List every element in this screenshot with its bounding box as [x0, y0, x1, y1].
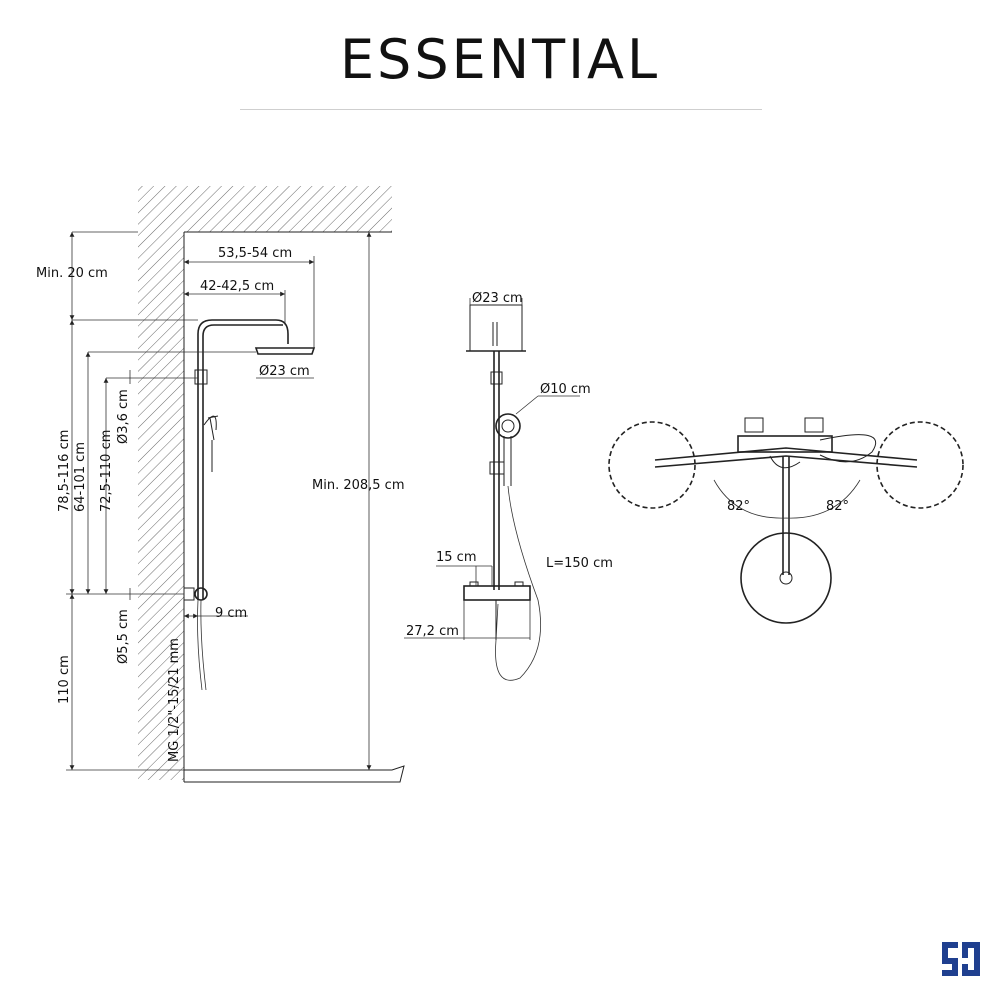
rain-shower-head: [254, 347, 316, 355]
top-right-swing-circle: [876, 421, 964, 509]
head-diameter-label: Ø23 cm: [259, 364, 310, 379]
thread-label: MG 1/2"-15/21 mm: [167, 638, 182, 762]
side-view: Min. 20 cm 53,5-54 cm 42-42,5 cm Ø23 cm …: [36, 186, 405, 783]
mixer-centers-label: 15 cm: [436, 550, 477, 565]
height-range-2-label: 64-101 cm: [73, 442, 88, 512]
mount-height-label: 110 cm: [57, 655, 72, 704]
height-range-1-label: 78,5-116 cm: [57, 430, 72, 512]
top-mixer: [737, 435, 833, 453]
shower-riser-pipe: [197, 319, 289, 600]
hose-length-label: L=150 cm: [546, 556, 613, 571]
title-divider: [240, 109, 762, 110]
total-height-label: Min. 208,5 cm: [312, 478, 405, 493]
angle-right-label: 82°: [826, 499, 849, 514]
hand-shower: [203, 415, 217, 431]
front-mixer: [463, 585, 531, 601]
top-left-swing-circle: [608, 421, 696, 509]
top-view: 82° 82°: [608, 417, 964, 624]
wall-hatch: [138, 232, 184, 780]
front-head-box: [469, 304, 523, 352]
shower-tray: [184, 765, 405, 783]
mixer-width-label: 27,2 cm: [406, 624, 459, 639]
arm-length-inner-label: 42-42,5 cm: [200, 279, 274, 294]
hand-shower-diameter-label: Ø10 cm: [540, 382, 591, 397]
page-title: ESSENTIAL: [339, 28, 661, 91]
wall-offset-label: 9 cm: [215, 606, 247, 621]
front-hand-shower: [495, 413, 521, 439]
height-range-3-label: 72,5-110 cm: [99, 430, 114, 512]
connector-diameter-label: Ø5,5 cm: [116, 609, 131, 664]
front-hose: [495, 485, 541, 681]
ceiling-hatch: [138, 186, 392, 232]
angle-left-label: 82°: [727, 499, 750, 514]
top-head-circle: [740, 532, 832, 624]
front-view: Ø23 cm Ø10 cm L=150 cm 15 cm 27,2 cm: [404, 291, 613, 681]
pipe-diameter-label: Ø3,6 cm: [116, 389, 131, 444]
arm-length-outer-label: 53,5-54 cm: [218, 246, 292, 261]
min-ceiling-label: Min. 20 cm: [36, 266, 108, 281]
mixer-knob: [194, 587, 208, 601]
front-head-diameter-label: Ø23 cm: [472, 291, 523, 306]
brand-logo-icon: [942, 942, 980, 976]
